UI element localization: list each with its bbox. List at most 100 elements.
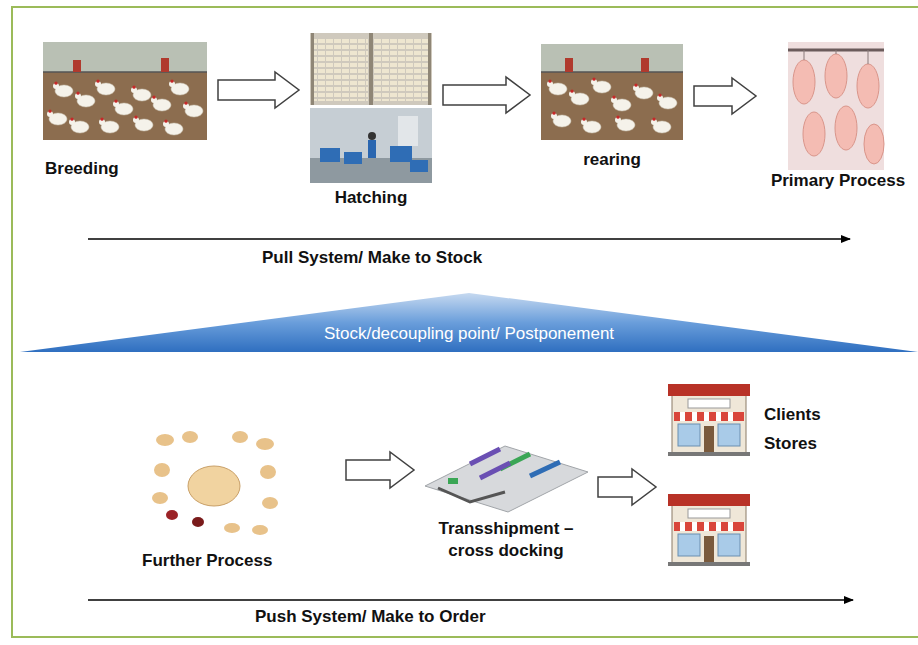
cross-dock-warehouse-part <box>425 446 588 512</box>
hatchery-room-photo-part <box>390 146 412 162</box>
breeding-photo-part <box>69 118 89 133</box>
breeding-photo-part <box>133 116 153 131</box>
stage-caption: Breeding <box>45 158 119 180</box>
rearing-stage: rearing <box>536 40 688 175</box>
breeding-photo-part <box>75 92 95 107</box>
hatchery-racks-photo-part <box>374 37 428 101</box>
hatchery-racks-photo-part <box>314 37 368 101</box>
rearing-photo <box>541 44 683 140</box>
cross-dock-warehouse-part <box>448 478 458 484</box>
breeding-photo-part <box>183 102 203 117</box>
flow-label: Push System/ Make to Order <box>255 606 486 628</box>
breeding-photo-part <box>163 120 183 135</box>
pull-flow-arrow <box>88 238 850 240</box>
hatchery-racks-photo-part <box>311 33 314 105</box>
processing-line-photo-part <box>788 42 884 170</box>
chicken-cuts-chart-part <box>156 434 174 446</box>
block-arrow <box>218 72 299 108</box>
rearing-photo-part <box>615 116 635 131</box>
store-icons <box>668 384 750 566</box>
hatchery-room-photo-part <box>368 140 376 158</box>
rearing-photo-part <box>547 80 567 95</box>
processing-line-photo-part <box>835 106 857 150</box>
rearing-photo-part <box>657 94 677 109</box>
chicken-cuts-chart <box>152 431 278 535</box>
stage-caption: Clients Stores <box>764 400 844 458</box>
breeding-photo-part <box>169 80 189 95</box>
rearing-photo-part <box>633 84 653 99</box>
chicken-cuts-chart-part <box>182 431 198 443</box>
chicken-cuts-chart-part <box>154 463 170 477</box>
decoupling-triangle-shape <box>20 293 918 352</box>
cross-dock-warehouse-part <box>470 449 500 464</box>
block-arrow <box>346 452 414 488</box>
cross-dock-warehouse-part <box>530 462 560 476</box>
processing-line-photo-part <box>793 60 815 104</box>
rearing-photo-part <box>541 44 683 72</box>
cross-dock-warehouse-part <box>438 488 505 502</box>
stage-caption: rearing <box>583 149 641 171</box>
decoupling-triangle: Stock/decoupling point/ Postponement <box>20 293 918 352</box>
client-stores: Clients Stores <box>662 378 852 582</box>
block-arrow <box>598 469 656 505</box>
decoupling-triangle-fill <box>20 293 918 352</box>
further-process-stage: Further Process <box>138 424 340 574</box>
processing-line-photo <box>788 42 884 170</box>
chicken-cuts-chart-part <box>224 523 240 533</box>
rearing-photo-part <box>581 118 601 133</box>
hatchery-racks-photo-part <box>428 33 431 105</box>
breeding-photo-part <box>113 100 133 115</box>
hatching-stage: Hatching <box>305 30 437 212</box>
chicken-cuts-chart-part <box>256 438 274 450</box>
stage-caption: Further Process <box>142 550 272 572</box>
breeding-photo-part <box>95 80 115 95</box>
hatchery-room-photo-part <box>398 116 418 146</box>
rearing-photo-part <box>641 58 649 72</box>
hatchery-racks-photo-part <box>310 33 432 105</box>
chicken-cuts-chart-part <box>252 525 268 535</box>
chicken-cuts-chart-part <box>192 517 204 527</box>
cross-dock-warehouse <box>425 446 588 512</box>
breeding-photo <box>43 42 207 140</box>
rearing-photo-part <box>569 90 589 105</box>
hatchery-room-photo-part <box>368 132 376 140</box>
rearing-photo-part <box>611 96 631 111</box>
rearing-photo-part <box>651 118 671 133</box>
rearing-photo-part <box>541 44 683 140</box>
breeding-photo-part <box>53 82 73 97</box>
rearing-photo-part <box>591 78 611 93</box>
hatchery-room-photo <box>310 108 432 183</box>
breeding-photo-part <box>47 110 67 125</box>
breeding-stage: Breeding <box>40 38 212 183</box>
chicken-cuts-chart-part <box>166 510 178 520</box>
processing-line-photo-part <box>825 54 847 98</box>
chicken-cuts-chart-part <box>260 465 276 479</box>
flow-label: Pull System/ Make to Stock <box>262 247 482 269</box>
store-icons-part <box>668 494 750 566</box>
processing-line-photo-part <box>803 112 825 156</box>
push-flow-arrow <box>88 599 853 601</box>
breeding-photo-part <box>43 71 207 73</box>
processing-line-photo-part <box>864 124 884 164</box>
processing-line-photo-part <box>868 50 869 64</box>
block-arrow <box>443 77 530 113</box>
hatchery-racks-photo-part <box>369 33 373 105</box>
stage-caption: Stock/decoupling point/ Postponement <box>324 323 614 345</box>
processing-line-photo-part <box>857 64 879 108</box>
stage-caption: Hatching <box>335 187 408 209</box>
stage-caption: Transshipment – cross docking <box>424 518 588 562</box>
breeding-photo-part <box>131 86 151 101</box>
slide-frame <box>12 7 918 637</box>
breeding-photo-part <box>99 118 119 133</box>
store-icons-part <box>668 384 750 456</box>
processing-line-photo-part <box>804 50 805 60</box>
chicken-cuts-chart-part <box>152 492 168 504</box>
chicken-cuts-chart-part <box>232 431 248 443</box>
primary-process-stage: Primary Process <box>762 38 914 195</box>
breeding-photo-part <box>43 42 207 72</box>
hatchery-room-photo-part <box>410 160 428 172</box>
hatchery-racks-photo <box>310 33 432 105</box>
hatchery-room-photo-part <box>320 148 340 162</box>
